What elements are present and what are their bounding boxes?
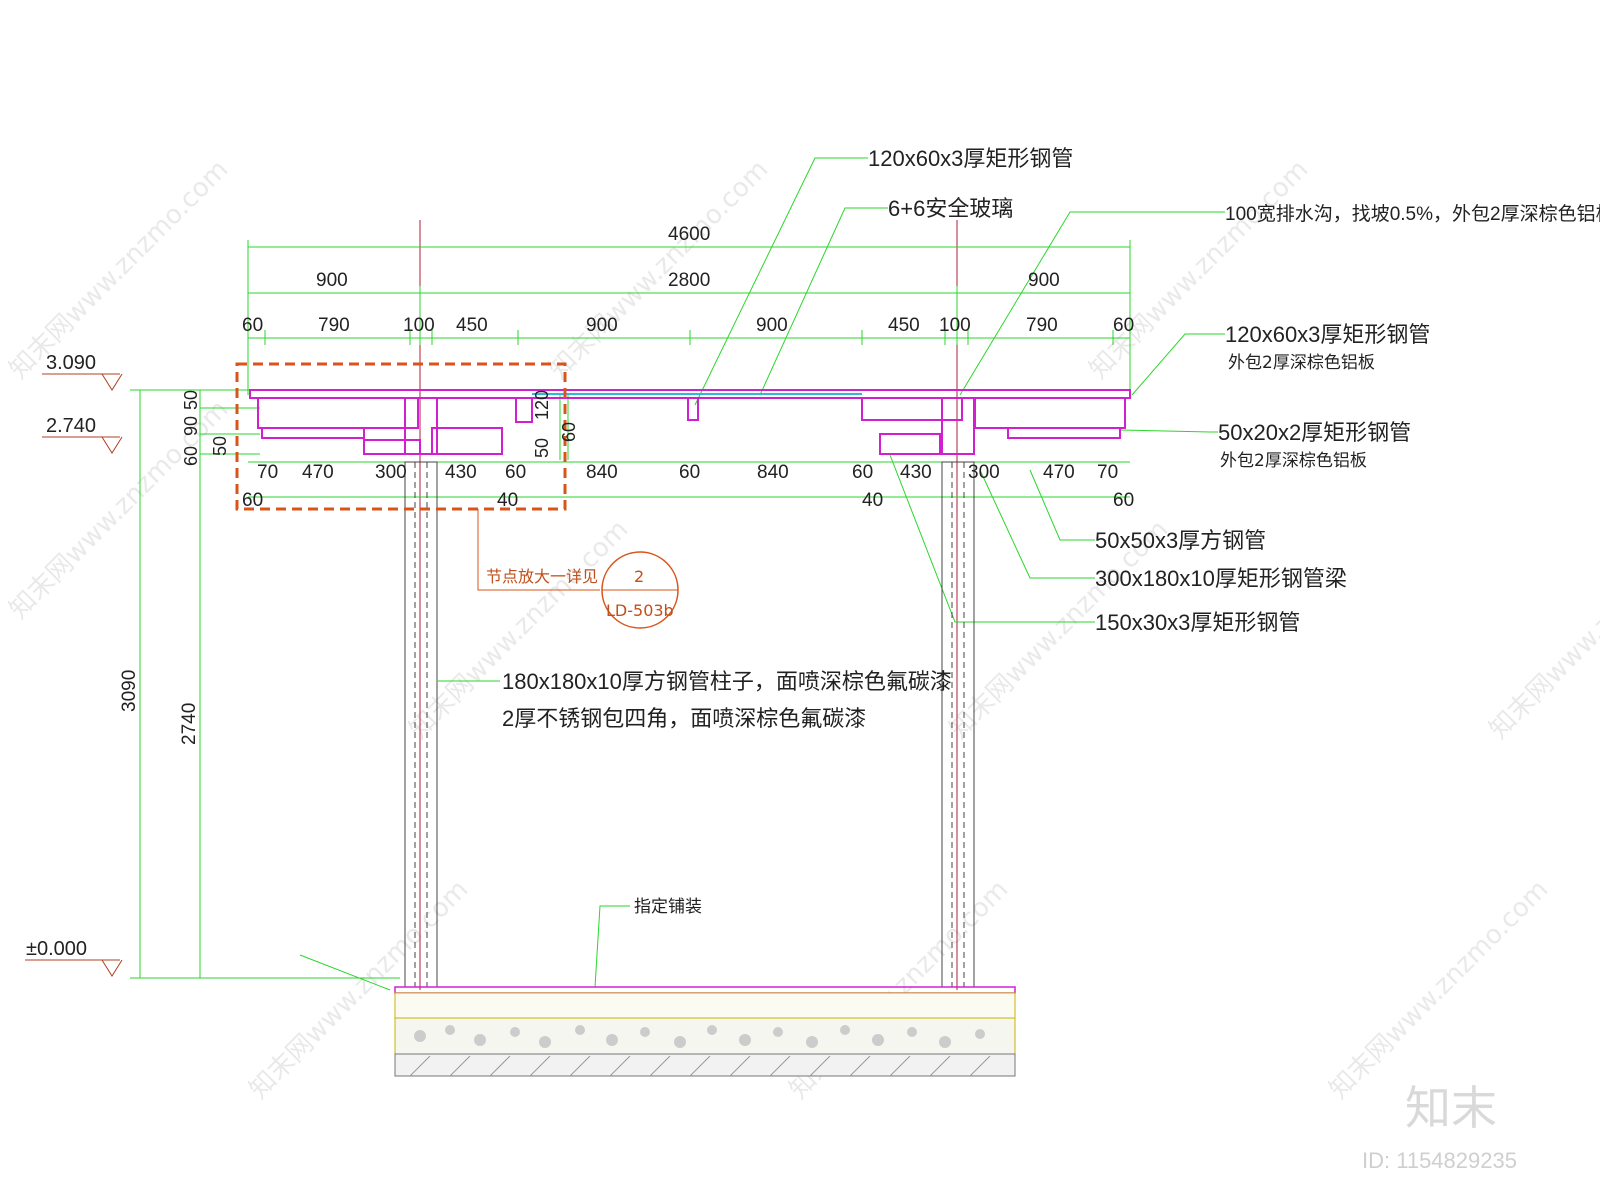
dimension-text: 4600 900 2800 900 60 790 100 450 900 900…	[119, 224, 1134, 745]
watermark-text: 知末网www.znzmo.com	[1084, 154, 1315, 385]
annotation-labels: 120x60x3厚矩形钢管 6+6安全玻璃 100宽排水沟，找坡0.5%，外包2…	[502, 146, 1600, 917]
elevation-top: 3.090	[46, 352, 96, 374]
watermark-text: 知末网www.znzmo.com	[1484, 514, 1600, 745]
elevation-mid: 2.740	[46, 415, 96, 437]
watermark-text: 知末网www.znzmo.com	[544, 154, 775, 385]
dim-center-span: 2800	[668, 270, 710, 291]
dim-bottom: 300	[968, 462, 1000, 483]
label-tube-right-2-sub: 外包2厚深棕色铝板	[1220, 451, 1367, 471]
brand-mark: 知末 ID: 1154829235	[1362, 1081, 1517, 1173]
dim-row3: 450	[888, 315, 920, 336]
dim-vertical: 50	[181, 390, 201, 410]
label-tube-150: 150x30x3厚矩形钢管	[1095, 610, 1300, 635]
detail-callout: 节点放大一详见 2 LD-503b	[235, 362, 679, 629]
elevation-ground: ±0.000	[26, 938, 87, 960]
dim-vertical: 60	[181, 446, 201, 466]
label-glass: 6+6安全玻璃	[888, 196, 1013, 221]
dim-bottom: 470	[1043, 462, 1075, 483]
elevation-text: 3.090 2.740 ±0.000	[26, 352, 96, 960]
label-beam: 300x180x10厚矩形钢管梁	[1095, 566, 1347, 591]
label-gutter: 100宽排水沟，找坡0.5%，外包2厚深棕色铝板	[1225, 203, 1600, 225]
dim-row3: 450	[456, 315, 488, 336]
dim-row3: 100	[939, 315, 971, 336]
dim-row3: 790	[1026, 315, 1058, 336]
dim-bottom: 300	[375, 462, 407, 483]
dim-vertical: 50	[532, 438, 552, 458]
roof-structure	[249, 389, 1131, 455]
dim-vertical: 120	[532, 390, 552, 420]
dim-bottom: 840	[586, 462, 618, 483]
dim-bottom: 430	[900, 462, 932, 483]
dim-vertical: 90	[181, 416, 201, 436]
dim-extra: 40	[862, 490, 883, 511]
dim-left-span: 900	[316, 270, 348, 291]
dim-row3: 60	[242, 315, 263, 336]
detail-number: 2	[634, 567, 644, 586]
label-column: 180x180x10厚方钢管柱子，面喷深棕色氟碳漆	[502, 669, 952, 694]
dim-bottom: 60	[505, 462, 526, 483]
dim-extra: 60	[242, 490, 263, 511]
foundation	[394, 986, 1016, 1077]
dim-row3: 900	[586, 315, 618, 336]
label-tube-right-1-sub: 外包2厚深棕色铝板	[1228, 353, 1375, 373]
dim-row3: 790	[318, 315, 350, 336]
label-square-tube: 50x50x3厚方钢管	[1095, 528, 1266, 553]
dim-extra: 60	[1113, 490, 1134, 511]
watermark-text: 知末网www.znzmo.com	[4, 154, 235, 385]
dim-bottom: 70	[257, 462, 278, 483]
axis-lines	[419, 220, 958, 990]
dim-row3: 900	[756, 315, 788, 336]
label-tube-right-2: 50x20x2厚矩形钢管	[1218, 420, 1411, 445]
dim-bottom: 60	[679, 462, 700, 483]
columns	[404, 461, 975, 988]
label-tube-top: 120x60x3厚矩形钢管	[868, 146, 1073, 171]
detail-sheet: LD-503b	[606, 601, 674, 620]
dim-bottom: 430	[445, 462, 477, 483]
dim-row3: 60	[1113, 315, 1134, 336]
dim-vertical: 60	[559, 422, 579, 442]
dim-vertical: 50	[210, 436, 230, 456]
brand-logo: 知末	[1405, 1081, 1497, 1135]
dimension-lines	[130, 240, 1131, 979]
elevation-markers	[25, 373, 123, 977]
dim-bottom: 470	[302, 462, 334, 483]
dim-right-span: 900	[1028, 270, 1060, 291]
dim-total: 4600	[668, 224, 710, 245]
watermark-layer: 知末网www.znzmo.com 知末网www.znzmo.com 知末网www…	[4, 154, 1600, 1105]
dim-height-3090: 3090	[119, 670, 140, 712]
dim-height-2740: 2740	[179, 703, 200, 745]
label-tube-right-1: 120x60x3厚矩形钢管	[1225, 322, 1430, 347]
leader-lines	[299, 157, 1225, 991]
watermark-text: 知末网www.znzmo.com	[1324, 874, 1555, 1105]
dim-row3: 100	[403, 315, 435, 336]
dim-bottom: 70	[1097, 462, 1118, 483]
dim-bottom: 60	[852, 462, 873, 483]
detail-callout-text: 节点放大一详见	[486, 567, 598, 586]
dim-bottom: 840	[757, 462, 789, 483]
image-id: ID: 1154829235	[1362, 1148, 1517, 1173]
dim-extra: 40	[497, 490, 518, 511]
label-column-sub: 2厚不锈钢包四角，面喷深棕色氟碳漆	[502, 706, 866, 731]
label-paving: 指定铺装	[634, 897, 702, 917]
